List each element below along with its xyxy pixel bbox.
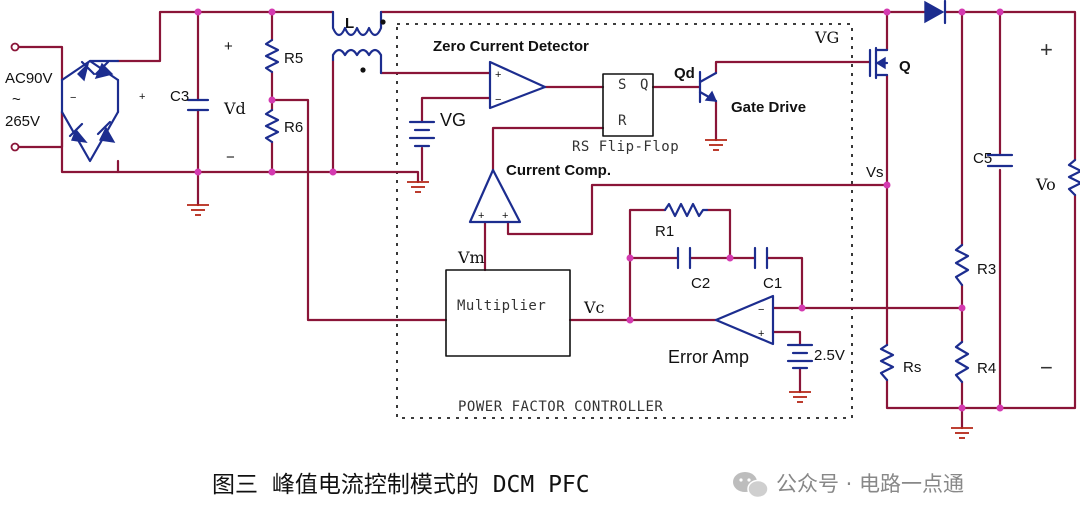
ac-terminal-top: [10, 42, 20, 52]
ground-symbols: [187, 139, 973, 439]
label-r1: R1: [655, 223, 674, 240]
label-pfc: POWER FACTOR CONTROLLER: [458, 399, 663, 415]
label-vs: Vs: [866, 164, 884, 181]
label-vo-minus: −: [1040, 355, 1053, 380]
output-diode: [924, 0, 947, 25]
label-ff-r: R: [618, 113, 627, 129]
svg-text:−: −: [70, 92, 76, 104]
junction-dots: [194, 8, 1004, 412]
capacitor-c3: [186, 98, 210, 112]
resistor-r3: [954, 243, 970, 287]
svg-text:+: +: [478, 210, 484, 222]
label-ac-tilde: ~: [12, 91, 21, 108]
resistor-rs: [879, 343, 895, 382]
watermark: 公众号 · 电路一点通: [776, 472, 964, 496]
capacitor-c1: [753, 246, 769, 270]
label-q: Q: [899, 58, 911, 75]
current-comparator: + +: [468, 168, 522, 224]
label-qd: Qd: [674, 65, 695, 82]
label-r5: R5: [284, 50, 303, 67]
svg-text:+: +: [502, 210, 508, 222]
label-zcd: Zero Current Detector: [433, 38, 589, 55]
label-c3: C3: [170, 88, 189, 105]
svg-text:+: +: [495, 69, 501, 81]
svg-text:−: −: [758, 304, 764, 316]
capacitor-c2: [676, 246, 692, 270]
label-rs-flipflop: RS Flip-Flop: [572, 139, 679, 155]
label-vd: Vd: [223, 99, 246, 118]
label-vc: Vc: [583, 298, 605, 317]
label-c1: C1: [763, 275, 782, 292]
mosfet-q: [868, 46, 889, 80]
label-ff-q: Q: [640, 77, 649, 93]
figure-caption: 图三 峰值电流控制模式的 DCM PFC: [212, 472, 590, 498]
label-multiplier: Multiplier: [457, 298, 546, 314]
zcd-comparator: + −: [488, 60, 547, 110]
resistor-r1: [663, 202, 709, 218]
label-ac-bottom: 265V: [5, 113, 40, 130]
svg-text:+: +: [139, 91, 145, 103]
multiplier-box: [445, 269, 571, 357]
resistor-r6: [264, 108, 280, 144]
battery-vg: [408, 120, 436, 148]
wechat-icon: [733, 472, 769, 499]
ac-terminal-bottom: [10, 142, 20, 152]
label-vo: Vo: [1035, 175, 1056, 194]
rs-flipflop-box: [602, 73, 654, 137]
transistor-qd: [698, 70, 718, 104]
controller-boundary: [396, 23, 853, 419]
label-ref: 2.5V: [814, 347, 845, 364]
label-vd-plus: +: [224, 38, 233, 55]
error-amp: − +: [714, 294, 775, 346]
label-rs: Rs: [903, 359, 921, 376]
label-ac-top: AC90V: [5, 70, 53, 87]
bridge-rectifier: − +: [60, 59, 145, 163]
label-error-amp: Error Amp: [668, 347, 749, 367]
label-r4: R4: [977, 360, 996, 377]
reference-battery: [786, 343, 814, 370]
label-c5: C5: [973, 150, 992, 167]
capacitor-c5: [986, 153, 1014, 168]
label-r6: R6: [284, 119, 303, 136]
label-l: L: [345, 15, 354, 32]
label-vm: Vm: [457, 248, 485, 267]
label-vo-plus: +: [1040, 37, 1053, 62]
svg-text:−: −: [495, 94, 501, 106]
label-c2: C2: [691, 275, 710, 292]
label-vd-minus: −: [226, 149, 235, 166]
label-vg-battery: VG: [440, 110, 466, 130]
load-resistor-vo: [1067, 158, 1080, 197]
label-gate-drive: Gate Drive: [731, 99, 806, 116]
resistor-r4: [954, 340, 970, 384]
label-ff-s: S: [618, 77, 627, 93]
inductor-l: [331, 10, 386, 75]
svg-text:+: +: [758, 328, 764, 340]
label-vg-node: VG: [814, 28, 839, 47]
label-current-comp: Current Comp.: [506, 162, 611, 179]
resistor-r5: [264, 38, 280, 74]
label-r3: R3: [977, 261, 996, 278]
